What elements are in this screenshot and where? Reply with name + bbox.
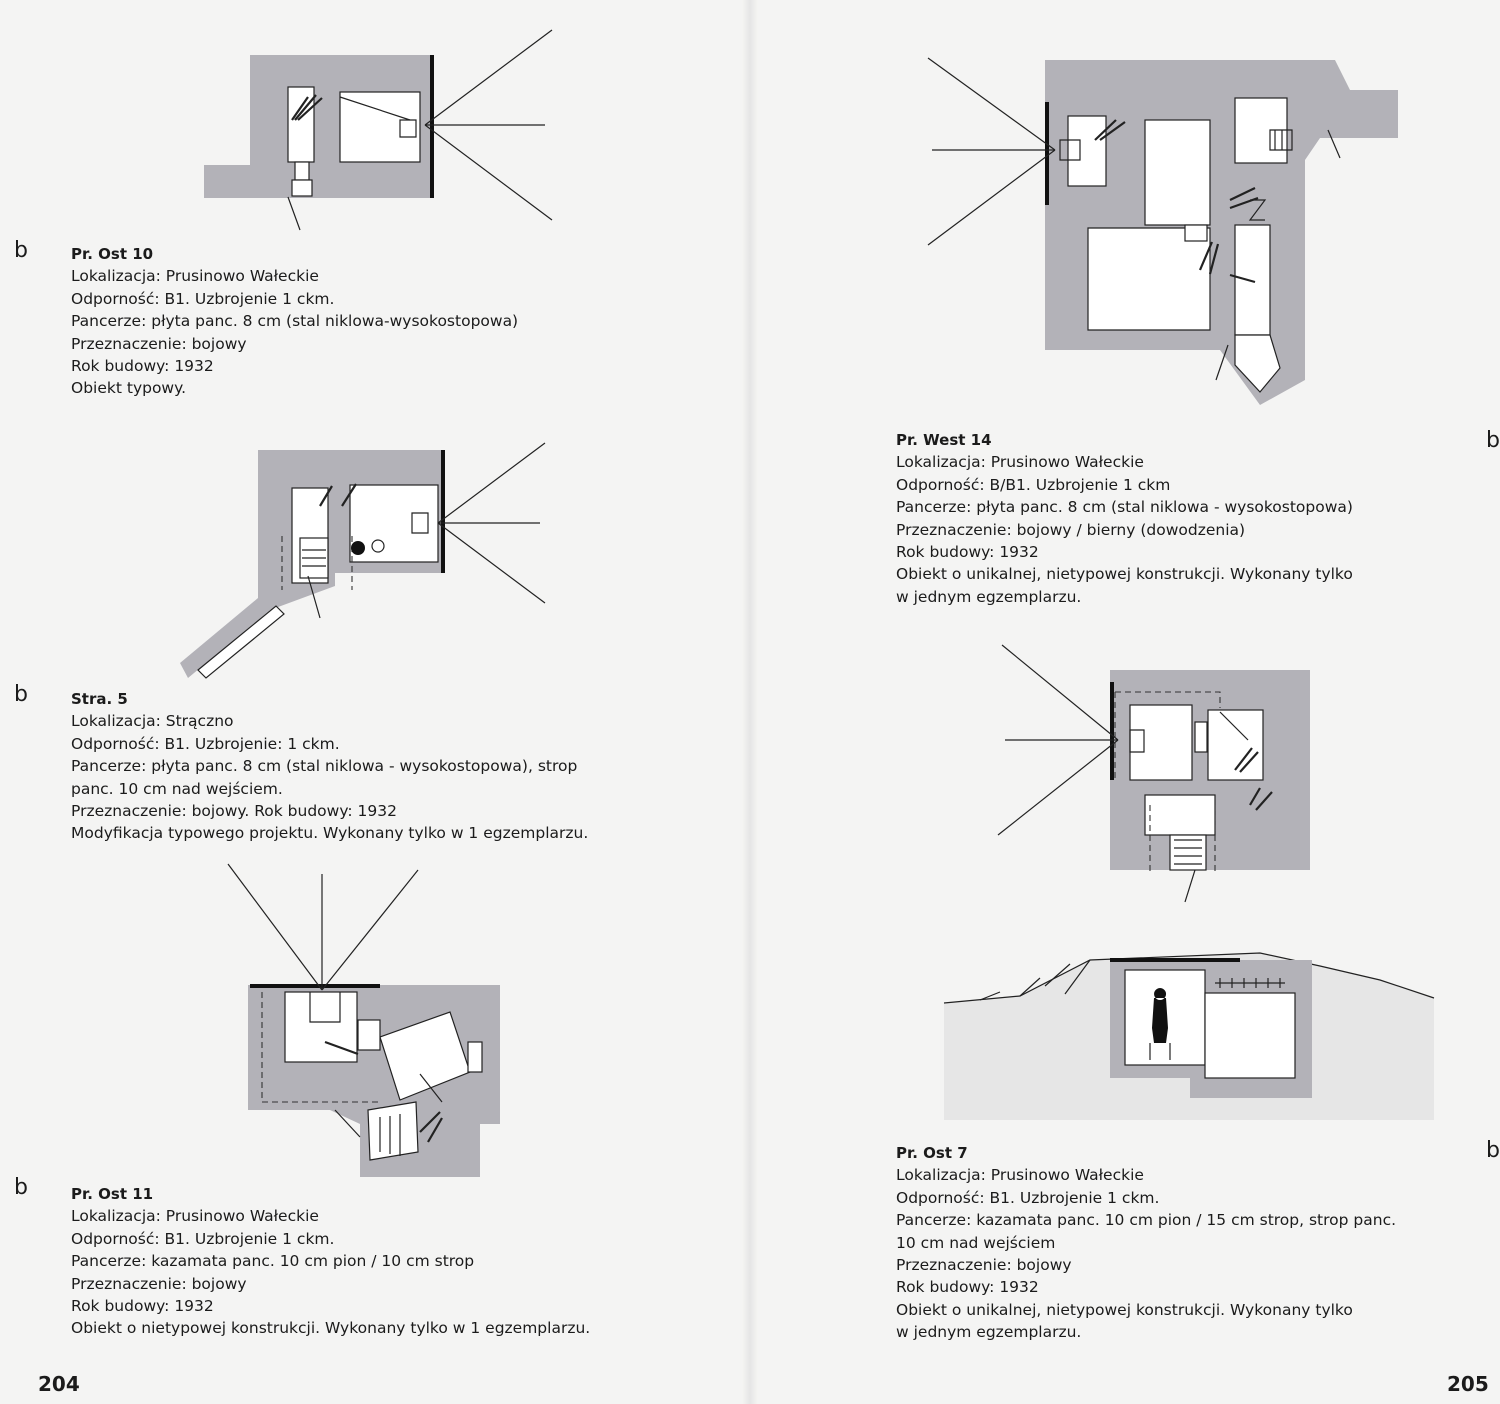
entry-line: Rok budowy: 1932 (896, 1278, 1039, 1297)
plan-stra-5 (180, 442, 546, 679)
entry-line: Modyfikacja typowego projektu. Wykonany … (71, 824, 589, 843)
entry-line: Lokalizacja: Prusinowo Wałeckie (71, 267, 319, 286)
entry-line: Lokalizacja: Strączno (71, 712, 234, 731)
section-pr-ost-7 (943, 952, 1435, 1120)
entry-pr-ost-10: Pr. Ost 10 Lokalizacja: Prusinowo Wałeck… (71, 243, 518, 400)
entry-line: Przeznaczenie: bojowy / bierny (dowodzen… (896, 520, 1246, 539)
entry-line: Obiekt o unikalnej, nietypowej konstrukc… (896, 1300, 1353, 1319)
right-page: Pr. West 14 Lokalizacja: Prusinowo Wałec… (750, 0, 1500, 1404)
plan-pr-west-14 (927, 57, 1398, 405)
marker-b-3: b (14, 1175, 28, 1200)
entry-line: Przeznaczenie: bojowy. Rok budowy: 1932 (71, 802, 397, 821)
entry-line: Odporność: B1. Uzbrojenie 1 ckm. (896, 1188, 1160, 1207)
entry-line: Obiekt typowy. (71, 379, 187, 398)
entry-line: Lokalizacja: Prusinowo Wałeckie (896, 1166, 1144, 1185)
entry-line: panc. 10 cm nad wejściem. (71, 779, 283, 798)
entry-line: Rok budowy: 1932 (896, 543, 1039, 562)
plan-pr-ost-10 (204, 29, 553, 231)
entry-line: Obiekt o nietypowej konstrukcji. Wykonan… (71, 1319, 591, 1338)
entry-stra-5: Stra. 5 Lokalizacja: Strączno Odporność:… (71, 688, 588, 845)
entry-pr-ost-7: Pr. Ost 7 Lokalizacja: Prusinowo Wałecki… (896, 1142, 1396, 1344)
entry-pr-ost-11: Pr. Ost 11 Lokalizacja: Prusinowo Wałeck… (71, 1183, 590, 1340)
entry-line: w jednym egzemplarzu. (896, 1323, 1082, 1342)
entry-line: 10 cm nad wejściem (896, 1233, 1056, 1252)
page-number-right: 205 (1447, 1372, 1489, 1396)
entry-line: Rok budowy: 1932 (71, 1297, 214, 1316)
entry-line: Lokalizacja: Prusinowo Wałeckie (896, 453, 1144, 472)
entry-line: Rok budowy: 1932 (71, 357, 214, 376)
entry-line: Odporność: B1. Uzbrojenie 1 ckm. (71, 1229, 335, 1248)
entry-line: Odporność: B1. Uzbrojenie 1 ckm. (71, 289, 335, 308)
entry-title: Pr. Ost 11 (71, 1185, 154, 1203)
entry-line: w jednym egzemplarzu. (896, 587, 1082, 606)
entry-line: Odporność: B1. Uzbrojenie: 1 ckm. (71, 734, 340, 753)
entry-line: Pancerze: kazamata panc. 10 cm pion / 15… (896, 1211, 1397, 1230)
marker-b-1: b (14, 238, 28, 263)
left-page: b Pr. Ost 10 Lokalizacja: Prusinowo Wałe… (14, 29, 590, 1396)
entry-line: Przeznaczenie: bojowy (896, 1256, 1072, 1275)
book-gutter (742, 0, 758, 1404)
page-number-left: 204 (38, 1372, 80, 1396)
plan-pr-ost-11 (227, 863, 500, 1177)
entry-line: Przeznaczenie: bojowy (71, 334, 247, 353)
entry-line: Przeznaczenie: bojowy (71, 1274, 247, 1293)
entry-line: Pancerze: kazamata panc. 10 cm pion / 10… (71, 1252, 475, 1271)
entry-title: Pr. West 14 (896, 431, 992, 449)
edge-marker-b-1: b (1486, 428, 1500, 453)
entry-title: Pr. Ost 7 (896, 1144, 968, 1162)
edge-marker-b-2: b (1486, 1138, 1500, 1163)
entry-line: Odporność: B/B1. Uzbrojenie 1 ckm (896, 475, 1171, 494)
marker-b-2: b (14, 682, 28, 707)
entry-line: Pancerze: płyta panc. 8 cm (stal niklowa… (71, 312, 519, 331)
entry-title: Stra. 5 (71, 690, 128, 708)
entry-title: Pr. Ost 10 (71, 245, 154, 263)
plan-pr-ost-7 (997, 644, 1310, 903)
entry-line: Lokalizacja: Prusinowo Wałeckie (71, 1207, 319, 1226)
entry-pr-west-14: Pr. West 14 Lokalizacja: Prusinowo Wałec… (896, 429, 1353, 608)
entry-line: Pancerze: płyta panc. 8 cm (stal niklowa… (896, 498, 1353, 517)
entry-line: Obiekt o unikalnej, nietypowej konstrukc… (896, 565, 1353, 584)
entry-line: Pancerze: płyta panc. 8 cm (stal niklowa… (71, 757, 578, 776)
